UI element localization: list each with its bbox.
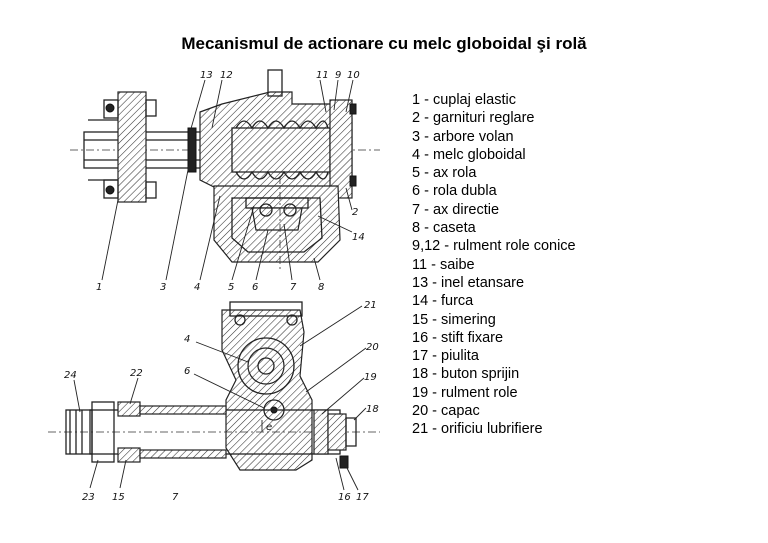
callout-12: 12: [220, 70, 233, 81]
legend-item: 13 - inel etansare: [412, 274, 525, 291]
legend-item: 2 - garnituri reglare: [412, 110, 535, 127]
callout-19: 19: [364, 372, 377, 383]
callout-6b: 6: [184, 366, 190, 377]
callout-16: 16: [338, 492, 351, 503]
legend-item: 8 - caseta: [412, 220, 476, 237]
top-boss: [267, 69, 283, 97]
callout-22: 22: [130, 368, 143, 379]
roller-bearing: [313, 409, 329, 455]
callout-20: 20: [366, 342, 379, 353]
worm-end-view: [237, 337, 295, 395]
callout-14: 14: [352, 232, 365, 243]
callout-13: 13: [200, 70, 213, 81]
top-section-view: 13 12 11 9 10 2 14 1 3 4 5 6 7 8: [70, 69, 380, 293]
callout-4: 4: [194, 282, 200, 293]
legend-item: 9,12 - rulment role conice: [412, 238, 576, 255]
callout-6: 6: [252, 282, 258, 293]
legend-item: 6 - rola dubla: [412, 183, 497, 200]
legend-item: 16 - stift fixare: [412, 329, 504, 346]
callout-18: 18: [366, 404, 379, 415]
callout-7: 7: [290, 282, 297, 293]
callout-23: 23: [82, 492, 95, 503]
globoid-worm: [235, 120, 329, 130]
callout-17: 17: [356, 492, 369, 503]
callout-8: 8: [318, 282, 324, 293]
callout-1: 1: [96, 282, 102, 293]
simering: [117, 401, 141, 417]
callout-5: 5: [228, 282, 234, 293]
double-roller: [251, 207, 303, 231]
callout-24: 24: [64, 370, 77, 381]
legend-item: 14 - furca: [412, 293, 474, 310]
callout-e: e: [266, 422, 272, 433]
diagram-title: Mecanismul de actionare cu melc globoida…: [181, 34, 587, 53]
callout-4b: 4: [184, 334, 190, 345]
callout-2: 2: [352, 207, 358, 218]
cover: [327, 413, 347, 451]
legend-item: 5 - ax rola: [412, 165, 477, 182]
legend-item: 19 - rulment role: [412, 384, 518, 401]
callout-3: 3: [160, 282, 166, 293]
housing-cross-section: [221, 309, 313, 471]
callout-7b: 7: [172, 492, 179, 503]
legend-item: 11 - saibe: [412, 256, 475, 273]
elastic-coupling: [117, 91, 147, 203]
legend-item: 21 - orificiu lubrifiere: [412, 421, 543, 438]
legend-item: 3 - arbore volan: [412, 128, 514, 145]
callout-11: 11: [316, 70, 329, 81]
housing-upper: [199, 91, 353, 197]
callout-15: 15: [112, 492, 125, 503]
legend-item: 18 - buton sprijin: [412, 366, 520, 383]
legend-item: 7 - ax directie: [412, 201, 500, 218]
callout-21: 21: [364, 300, 377, 311]
legend-item: 15 - simering: [412, 311, 496, 328]
callout-10: 10: [347, 70, 360, 81]
legend-item: 20 - capac: [412, 403, 480, 420]
end-cover: [329, 99, 353, 199]
parts-legend: 1 - cuplaj elastic 2 - garnituri reglare…: [412, 91, 576, 439]
callout-9: 9: [335, 70, 341, 81]
legend-item: 4 - melc globoidal: [412, 146, 526, 163]
bottom-section-view: e 21 4 6 20 19 18 24 22 23 15 7 16 17: [48, 300, 380, 503]
legend-item: 17 - piulita: [412, 348, 479, 365]
support-button: [345, 417, 357, 447]
legend-item: 1 - cuplaj elastic: [412, 92, 516, 108]
